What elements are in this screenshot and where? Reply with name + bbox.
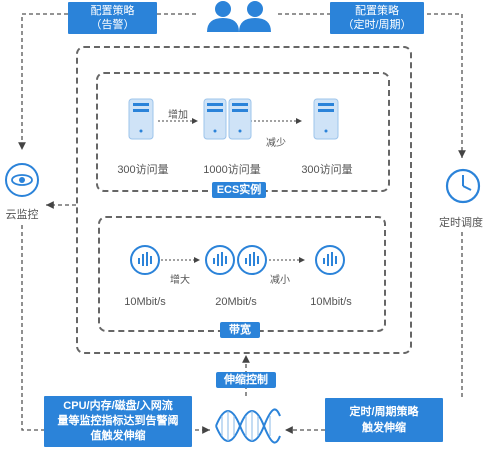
alarm-policy-label: 配置策略 （告警）: [68, 2, 157, 34]
scheduled-policy-label: 配置策略 （定时/周期）: [330, 2, 424, 34]
bandwidth-tag: 带宽: [220, 322, 260, 338]
bandwidth-item-label: 10Mbit/s: [310, 296, 352, 308]
eye-monitor-icon: [5, 163, 39, 197]
scheduled-dispatch-label: 定时调度: [439, 217, 483, 229]
cloud-monitor-label: 云监控: [5, 209, 39, 221]
enlarge-label: 增大: [170, 275, 190, 286]
ecs-instance-tag: ECS实例: [212, 182, 266, 198]
scale-control-label: 伸缩控制: [216, 372, 276, 388]
ecs-item-label: 300访问量: [117, 164, 169, 176]
metric-trigger-label: CPU/内存/磁盘/入网流 量等监控指标达到告警阈 值触发伸缩: [44, 396, 192, 447]
decrease-label: 减少: [266, 138, 286, 149]
schedule-trigger-label: 定时/周期策略 触发伸缩: [325, 398, 443, 442]
bandwidth-icon: [130, 245, 160, 275]
scaling-group-container: [76, 46, 412, 354]
ecs-item-label: 1000访问量: [203, 164, 261, 176]
bandwidth-item-label: 20Mbit/s: [215, 296, 257, 308]
users-icon: [207, 1, 271, 32]
clock-icon: [445, 168, 481, 204]
bandwidth-item-label: 10Mbit/s: [124, 296, 166, 308]
reduce-label: 减小: [270, 275, 290, 286]
server-icon: [203, 98, 252, 140]
server-icon: [128, 98, 154, 140]
ecs-item-label: 300访问量: [301, 164, 353, 176]
bandwidth-icon: [205, 245, 267, 275]
increase-label: 增加: [168, 110, 188, 121]
bandwidth-icon: [315, 245, 345, 275]
dna-helix-icon: [215, 408, 281, 444]
server-icon: [313, 98, 339, 140]
